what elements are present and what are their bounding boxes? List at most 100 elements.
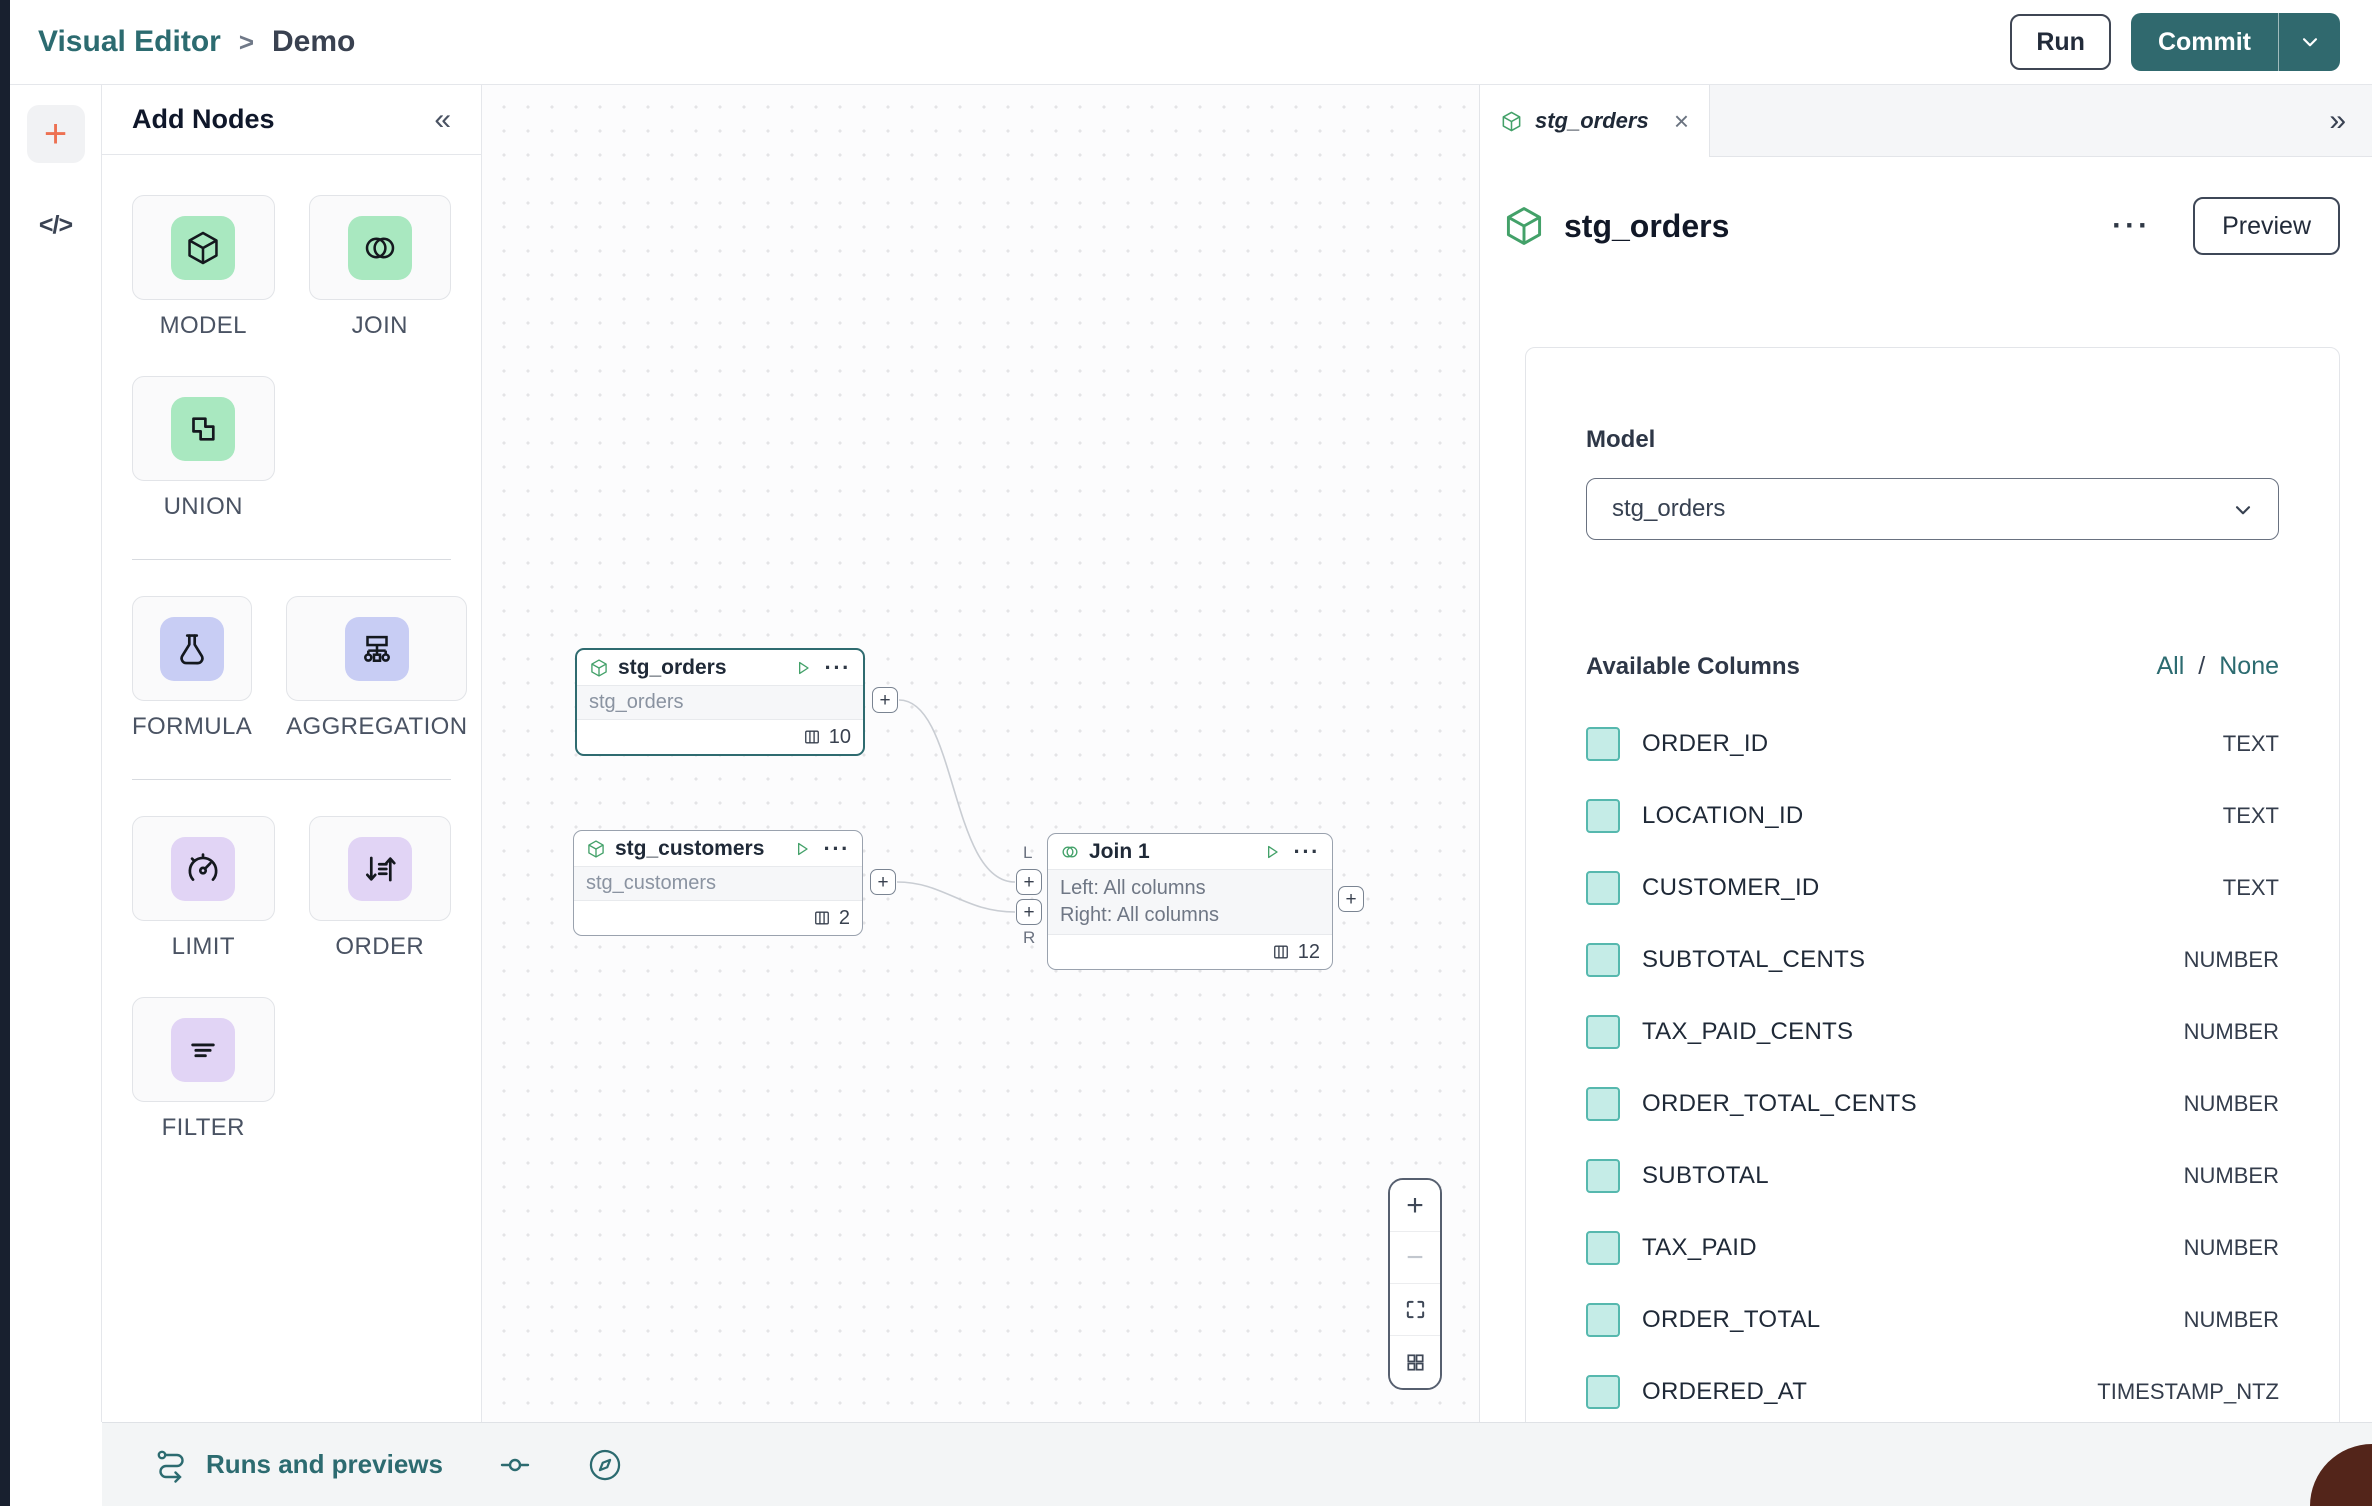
fit-view-button[interactable] bbox=[1390, 1284, 1440, 1336]
node-footer: 12 bbox=[1048, 935, 1332, 969]
node-title: stg_orders bbox=[618, 655, 727, 679]
column-name: ORDERED_AT bbox=[1642, 1377, 1808, 1405]
add-node-filter[interactable]: FILTER bbox=[132, 997, 275, 1142]
node-tile[interactable] bbox=[132, 596, 253, 701]
commit-dropdown-button[interactable] bbox=[2278, 13, 2340, 71]
select-all-link[interactable]: All bbox=[2156, 652, 2185, 680]
model-cube-icon bbox=[1502, 204, 1546, 248]
column-row: ORDER_TOTAL_CENTS NUMBER bbox=[1586, 1081, 2279, 1126]
column-name: ORDER_TOTAL_CENTS bbox=[1642, 1089, 1917, 1117]
node-tile-label: MODEL bbox=[159, 312, 247, 339]
breadcrumb-demo: Demo bbox=[272, 25, 356, 58]
node-menu-icon[interactable]: ··· bbox=[824, 655, 851, 680]
add-node-join[interactable]: JOIN bbox=[308, 195, 451, 340]
auto-layout-button[interactable] bbox=[1390, 1336, 1440, 1388]
node-column-count: 2 bbox=[838, 906, 850, 929]
columns-icon bbox=[1271, 942, 1291, 962]
node-menu-icon[interactable]: ··· bbox=[823, 836, 850, 861]
node-tile[interactable] bbox=[286, 596, 468, 701]
node-header: Join 1 ··· bbox=[1048, 834, 1332, 869]
edge-stg-orders-to-join-left bbox=[898, 699, 1016, 883]
node-header: stg_orders ··· bbox=[577, 650, 863, 685]
column-checkbox[interactable] bbox=[1586, 1374, 1620, 1409]
select-none-link[interactable]: None bbox=[2219, 652, 2279, 680]
column-checkbox[interactable] bbox=[1586, 1158, 1620, 1193]
column-checkbox[interactable] bbox=[1586, 1086, 1620, 1121]
node-join-1[interactable]: Join 1 ··· Left: All columns Right: All … bbox=[1047, 833, 1333, 970]
header-actions: Run Commit bbox=[2010, 13, 2340, 71]
close-tab-icon[interactable]: × bbox=[1673, 106, 1689, 136]
columns-icon bbox=[802, 727, 822, 747]
node-stg-customers[interactable]: stg_customers ··· stg_customers 2 bbox=[573, 830, 863, 936]
model-cube-icon bbox=[589, 658, 609, 678]
flow-canvas[interactable]: stg_orders ··· stg_orders 10 stg_custome… bbox=[482, 85, 1480, 1422]
column-row: SUBTOTAL_CENTS NUMBER bbox=[1586, 937, 2279, 982]
zoom-out-button[interactable]: − bbox=[1390, 1232, 1440, 1284]
column-type: NUMBER bbox=[2183, 946, 2279, 972]
run-node-icon[interactable] bbox=[792, 839, 812, 859]
expand-panel-icon[interactable]: » bbox=[2329, 103, 2346, 137]
run-node-icon[interactable] bbox=[793, 658, 813, 678]
join-left-config: Left: All columns bbox=[1060, 877, 1206, 899]
commit-icon bbox=[499, 1449, 531, 1481]
column-name: SUBTOTAL_CENTS bbox=[1642, 945, 1866, 973]
node-footer: 10 bbox=[577, 720, 863, 754]
add-node-formula[interactable]: FORMULA bbox=[132, 596, 253, 741]
node-tile[interactable] bbox=[132, 816, 275, 921]
run-node-icon[interactable] bbox=[1262, 842, 1282, 862]
column-checkbox[interactable] bbox=[1586, 870, 1620, 905]
node-tile-icon-box bbox=[171, 1017, 236, 1082]
zoom-in-button[interactable]: + bbox=[1390, 1180, 1440, 1232]
node-tile-icon-box bbox=[171, 396, 236, 461]
port-out-stg-orders[interactable]: + bbox=[872, 687, 898, 713]
add-node-aggregation[interactable]: AGGREGATION bbox=[286, 596, 468, 741]
add-nodes-header: Add Nodes « bbox=[102, 85, 481, 155]
column-name: LOCATION_ID bbox=[1642, 801, 1804, 829]
column-name: ORDER_ID bbox=[1642, 729, 1769, 757]
commit-button[interactable]: Commit bbox=[2130, 13, 2278, 71]
preview-button[interactable]: Preview bbox=[2193, 197, 2340, 255]
node-tile[interactable] bbox=[308, 816, 451, 921]
node-stg-orders[interactable]: stg_orders ··· stg_orders 10 bbox=[575, 648, 865, 756]
union-icon bbox=[184, 410, 222, 448]
port-in-join-right[interactable]: + bbox=[1016, 899, 1042, 925]
runs-and-previews-button[interactable]: Runs and previews bbox=[154, 1447, 443, 1483]
node-tile[interactable] bbox=[132, 997, 275, 1102]
runs-and-previews-label: Runs and previews bbox=[206, 1449, 443, 1479]
code-view-button[interactable]: </> bbox=[38, 211, 73, 239]
column-checkbox[interactable] bbox=[1586, 942, 1620, 977]
node-footer: 2 bbox=[574, 901, 862, 935]
add-node-order[interactable]: ORDER bbox=[308, 816, 451, 961]
node-tile[interactable] bbox=[132, 376, 275, 481]
port-out-stg-customers[interactable]: + bbox=[870, 869, 896, 895]
model-select[interactable]: stg_orders bbox=[1586, 478, 2279, 540]
node-menu-icon[interactable]: ··· bbox=[1293, 839, 1320, 864]
column-checkbox[interactable] bbox=[1586, 1230, 1620, 1265]
node-tile[interactable] bbox=[308, 195, 451, 300]
add-node-limit[interactable]: LIMIT bbox=[132, 816, 275, 961]
bottom-bar: Runs and previews bbox=[102, 1422, 2372, 1506]
node-tile[interactable] bbox=[132, 195, 275, 300]
column-checkbox[interactable] bbox=[1586, 1302, 1620, 1337]
collapse-panel-icon[interactable]: « bbox=[434, 102, 451, 136]
panel-menu-icon[interactable]: ··· bbox=[2112, 209, 2152, 242]
compass-icon bbox=[587, 1447, 623, 1483]
join-icon bbox=[361, 229, 399, 267]
port-in-join-left[interactable]: + bbox=[1016, 869, 1042, 895]
breadcrumb-visual-editor[interactable]: Visual Editor bbox=[38, 25, 221, 58]
explore-button[interactable] bbox=[587, 1447, 623, 1483]
tab-stg-orders[interactable]: stg_orders × bbox=[1480, 85, 1710, 157]
add-node-rail-button[interactable]: + bbox=[26, 105, 85, 163]
port-out-join[interactable]: + bbox=[1338, 886, 1364, 912]
column-checkbox[interactable] bbox=[1586, 798, 1620, 833]
node-model-name: stg_customers bbox=[574, 866, 862, 901]
column-checkbox[interactable] bbox=[1586, 726, 1620, 761]
add-node-model[interactable]: MODEL bbox=[132, 195, 275, 340]
commit-history-button[interactable] bbox=[499, 1449, 531, 1481]
add-node-union[interactable]: UNION bbox=[132, 376, 275, 521]
column-type: TEXT bbox=[2222, 730, 2279, 756]
column-checkbox[interactable] bbox=[1586, 1014, 1620, 1049]
run-button[interactable]: Run bbox=[2010, 14, 2111, 70]
column-type: NUMBER bbox=[2183, 1090, 2279, 1116]
